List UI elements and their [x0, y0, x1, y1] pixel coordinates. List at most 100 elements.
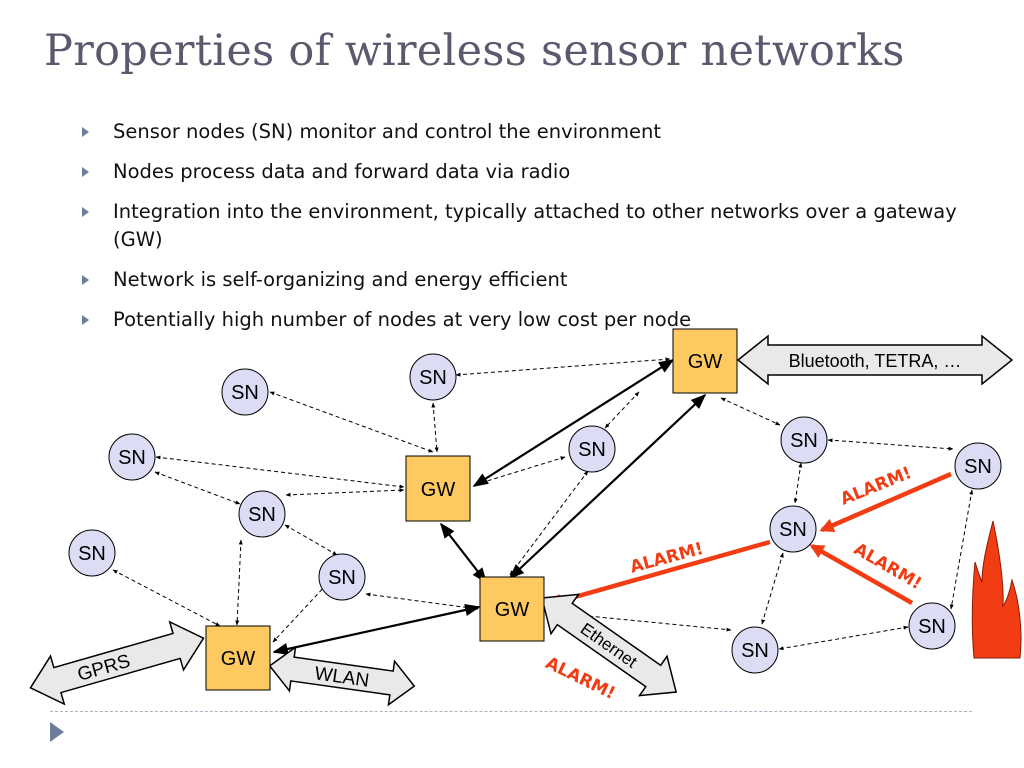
radio-link — [269, 391, 434, 453]
footer-triangle-icon — [50, 722, 64, 742]
wlan-arrow-group: WLAN — [268, 645, 416, 707]
sensor-node-label: SN — [118, 447, 146, 469]
wlan-double-arrow — [268, 645, 416, 707]
gateways: GW GW GW GW — [205, 328, 738, 691]
sensor-node: SN — [568, 425, 616, 473]
radio-link — [509, 470, 589, 576]
bullet-item: Nodes process data and forward data via … — [82, 158, 962, 186]
alarm-label: ALARM! — [850, 539, 925, 594]
radio-link — [761, 552, 784, 625]
external-networks: Bluetooth, TETRA, … Ethernet GPRS WLAN — [29, 334, 1014, 707]
sensor-node-label: SN — [419, 367, 447, 389]
sensor-node: SN — [221, 368, 269, 416]
bullet-item: Network is self-organizing and energy ef… — [82, 266, 962, 294]
sensor-node-circle — [568, 425, 616, 473]
radio-link — [285, 488, 405, 497]
gateway-node: GW — [479, 576, 545, 642]
alarm-arrow — [547, 539, 771, 608]
fire-icon — [971, 520, 1022, 659]
bullet-text: Nodes process data and forward data via … — [113, 160, 571, 183]
sensor-node-circle — [954, 442, 1002, 490]
gateway-box — [479, 576, 545, 642]
radio-link — [604, 391, 640, 429]
sensor-node-circle — [409, 353, 457, 401]
sensor-node-label: SN — [328, 567, 356, 589]
bullet-triangle-icon — [82, 315, 89, 325]
bullet-triangle-icon — [82, 207, 89, 217]
radio-link — [720, 397, 781, 426]
sensor-node-label: SN — [248, 504, 276, 526]
gateway-box — [205, 625, 271, 691]
gprs-arrow-group: GPRS — [29, 620, 205, 706]
radio-link — [473, 456, 566, 486]
sensor-node-label: SN — [741, 640, 769, 662]
bullet-triangle-icon — [82, 275, 89, 285]
radio-link — [793, 462, 803, 504]
bullet-item: Potentially high number of nodes at very… — [82, 306, 962, 334]
sensor-node: SN — [409, 353, 457, 401]
bluetooth-tetra-label: Bluetooth, TETRA, … — [789, 351, 962, 371]
sensor-node-label: SN — [790, 430, 818, 452]
bullet-item: Integration into the environment, typica… — [82, 198, 962, 254]
gateway-node: GW — [672, 328, 738, 394]
sensor-node-circle — [68, 529, 116, 577]
bullet-item: Sensor nodes (SN) monitor and control th… — [82, 118, 962, 146]
bluetooth-tetra-double-arrow — [736, 334, 1014, 386]
gateway-node: GW — [405, 455, 471, 522]
bullet-text: Sensor nodes (SN) monitor and control th… — [113, 120, 661, 143]
alarm-label: ALARM! — [838, 463, 915, 510]
radio-link — [272, 583, 328, 643]
footer-divider — [50, 711, 972, 712]
gateway-label: GW — [421, 479, 456, 501]
alarm-arrow — [809, 544, 914, 605]
bullet-text: Integration into the environment, typica… — [113, 200, 957, 251]
sensor-node: SN — [769, 505, 817, 553]
radio-link — [112, 569, 221, 627]
radio-link — [949, 489, 974, 610]
gprs-double-arrow — [29, 620, 205, 706]
gateway-link — [508, 393, 707, 580]
sensor-node-label: SN — [78, 543, 106, 565]
gateway-link — [272, 603, 481, 656]
radio-link — [827, 438, 954, 451]
sensor-node-circle — [908, 602, 956, 650]
radio-link — [154, 471, 241, 505]
radio-link — [284, 524, 338, 556]
sensor-node: SN — [908, 602, 956, 650]
radio-link — [155, 455, 405, 489]
sensor-node: SN — [108, 433, 156, 481]
sensor-node: SN — [318, 553, 366, 601]
alarm-label: ALARM! — [542, 653, 618, 704]
gateway-label: GW — [221, 648, 256, 670]
sensor-node-circle — [769, 505, 817, 553]
radio-link — [455, 357, 671, 377]
gateway-node: GW — [205, 625, 271, 691]
sensor-node-label: SN — [578, 439, 606, 461]
sensor-node-label: SN — [918, 616, 946, 638]
gateway-box — [672, 328, 738, 394]
gateway-link — [472, 359, 675, 487]
sensor-node-circle — [238, 490, 286, 538]
radio-link — [431, 402, 439, 453]
sensor-node: SN — [731, 626, 779, 674]
bullet-triangle-icon — [82, 167, 89, 177]
bullet-text: Potentially high number of nodes at very… — [113, 308, 692, 331]
radio-link — [365, 592, 479, 611]
bullet-text: Network is self-organizing and energy ef… — [113, 268, 568, 291]
sensor-node-circle — [780, 416, 828, 464]
sensor-node: SN — [68, 529, 116, 577]
sensor-node-label: SN — [231, 382, 259, 404]
gateway-link — [440, 522, 487, 584]
sensor-node-circle — [221, 368, 269, 416]
sensor-node: SN — [954, 442, 1002, 490]
radio-link — [778, 625, 909, 651]
gateway-label: GW — [495, 599, 530, 621]
gateway-links — [272, 359, 707, 656]
sensor-node-circle — [731, 626, 779, 674]
ethernet-double-arrow — [540, 593, 678, 697]
sensor-nodes: SN SN SN SN SN SN SN SN SN SN SN SN — [68, 353, 1002, 674]
bullet-list: Sensor nodes (SN) monitor and control th… — [82, 118, 962, 346]
bullet-triangle-icon — [82, 127, 89, 137]
slide-title: Properties of wireless sensor networks — [44, 26, 905, 76]
